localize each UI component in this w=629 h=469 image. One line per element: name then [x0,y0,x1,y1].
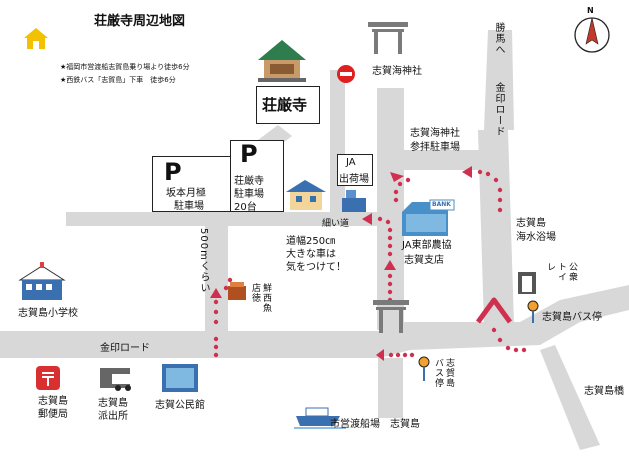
bus-stop-right-label: 志賀島バス停 [542,312,602,323]
shrine-parking-label-1: 志賀海神社 [410,128,460,139]
bus-stop-icon-bottom [418,356,430,381]
narrow-road-label: 細い道 [322,219,350,229]
bus-stop-icon-right [527,300,539,323]
main-road-golden [0,285,629,358]
school-icon [18,262,66,300]
ja-shipping-label-2: 出荷場 [339,174,369,185]
parking-sakamoto-symbol: P [164,158,182,186]
note-bus: ★西鉄バス「志賀島」下車 徒歩6分 [60,76,176,84]
golden-road-vertical-label: 金印ロード [493,82,504,137]
no-entry-icon [337,65,355,83]
ferry-label: 市営渡船場 志賀島 [330,419,420,430]
parking-temple-box [230,140,284,212]
bus-stop-bottom-label: 志賀島バス停 [433,358,454,388]
parking-temple-capacity: 20台 [234,202,257,213]
fish-shop-label: 鮮西魚店徳 [250,283,271,313]
beach-label-2: 海水浴場 [516,232,556,243]
parking-temple-name: 荘厳寺 [234,176,264,187]
police-box-icon [100,368,131,391]
route-arrows [210,166,527,361]
ja-branch-label-2: 志賀支店 [404,255,444,266]
toilet-label: 公衆トイレ [545,262,577,282]
house-icon-narrow-road [286,180,326,210]
fish-shop-icon [228,282,246,300]
road-left-vertical [205,226,228,331]
golden-road-horizontal-label: 金印ロード [100,343,150,354]
police-box-label-2: 派出所 [98,411,128,422]
road-warning-box [284,230,360,272]
road-top-right [484,30,514,130]
parking-sakamoto-name: 坂本月極 [166,188,206,199]
shrine-name: 志賀海神社 [372,66,422,77]
community-hall-label: 志賀公民館 [155,400,205,411]
road-temple-vertical [330,70,345,212]
road-top-right-label: 勝馬へ [493,22,504,55]
toilet-icon [518,272,536,294]
info-box [56,58,208,88]
road-warning-2: 大きな車は [286,249,336,260]
parking-temple-sub: 駐車場 [234,189,264,200]
road-to-bottom-right [540,345,600,450]
post-office-icon [36,366,60,390]
torii-gate-top [368,22,408,54]
temple-name: 荘厳寺 [262,96,308,114]
ja-shipping-label-1: JA [346,157,356,168]
post-office-label-1: 志賀島 [38,396,68,407]
narrow-road [66,212,392,226]
bank-sign: BANK [432,201,451,208]
community-hall-icon [162,364,198,392]
compass-label: N [587,6,594,15]
ja-shipping-box [337,154,373,186]
ferry-boat-icon [294,407,346,429]
bridge-label: 志賀島橋 [584,386,624,397]
post-office-label-2: 郵便局 [38,409,68,420]
police-box-label-1: 志賀島 [98,398,128,409]
temple-building-icon [258,40,306,82]
ja-branch-label-1: JA東部農協 [402,240,452,251]
shrine-road [377,88,404,330]
home-icon [24,28,48,49]
beach-label-1: 志賀島 [516,218,546,229]
parking-sakamoto-sub: 駐車場 [174,201,204,212]
torii-gate-bottom [373,300,409,333]
road-warning-1: 道幅250㎝ [286,236,336,247]
ja-shipping-building-icon [342,190,366,212]
map-title: 荘厳寺周辺地図 [94,14,186,29]
golden-road-vertical [478,130,514,325]
big-up-arrow [475,297,513,324]
road-to-ferry [378,358,403,418]
note-ferry: ★福岡市営渡船志賀島乗り場より徒歩6分 [60,63,190,71]
school-label: 志賀島小学校 [18,308,78,319]
temple-name-box [256,86,320,124]
distance-label: 500mくらい [198,228,209,294]
parking-temple-symbol: P [240,140,258,168]
shrine-parking-label-2: 参拝駐車場 [410,142,460,153]
bank-building-icon [402,199,455,236]
road-warning-3: 気をつけて！ [286,262,346,273]
shrine-parking-road [392,150,482,170]
compass-icon [574,17,610,53]
